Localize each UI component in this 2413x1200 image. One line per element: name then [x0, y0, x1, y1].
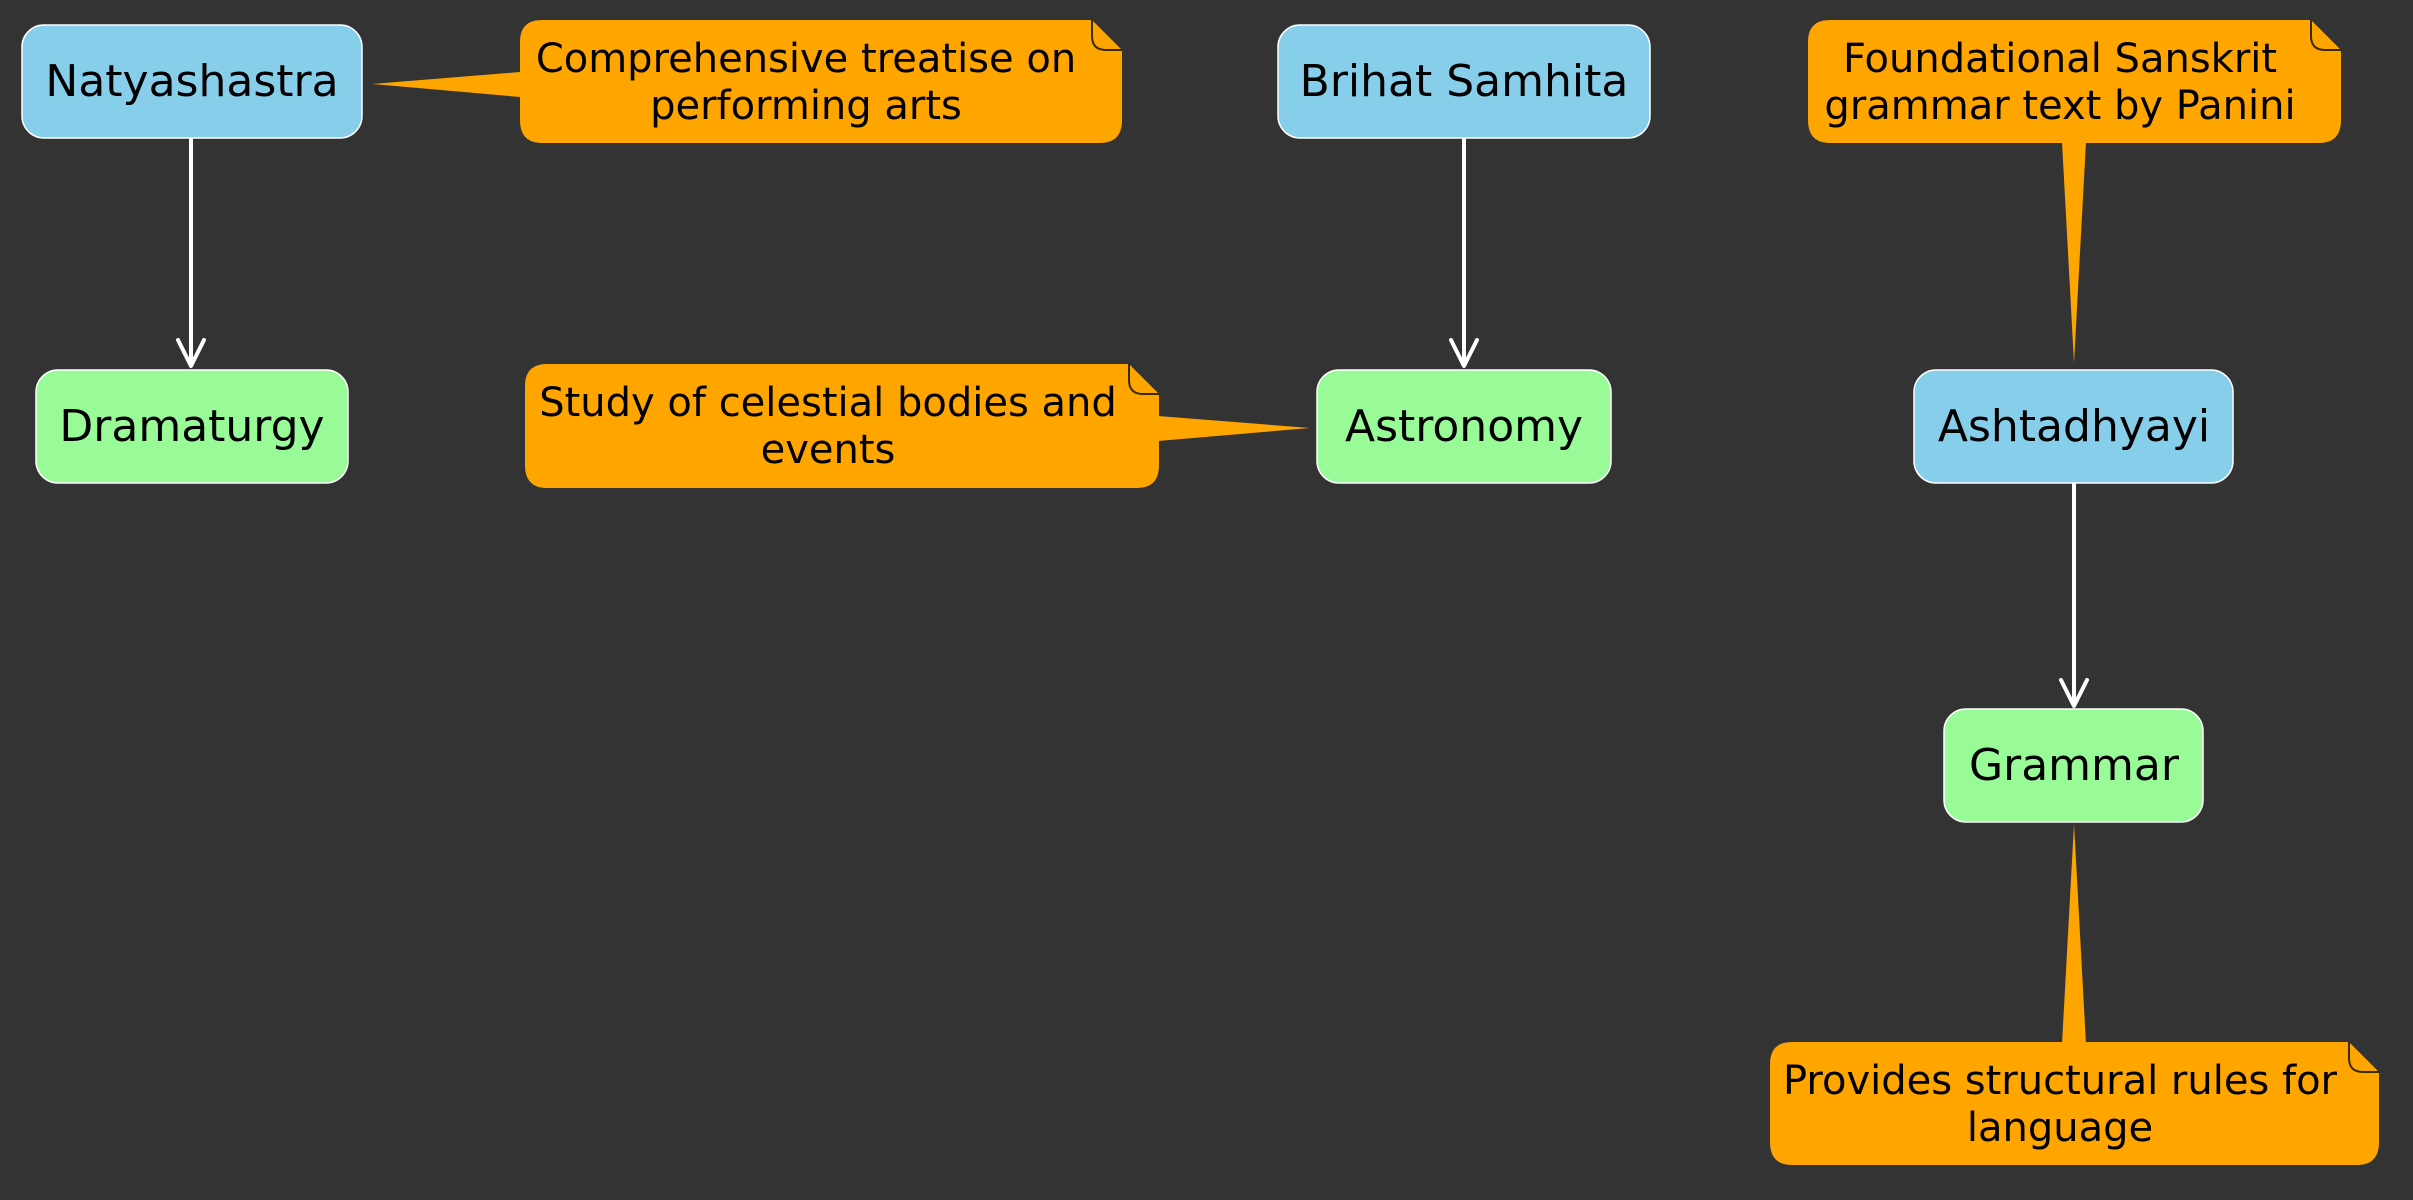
note-pointer-natyashastra-tail — [372, 72, 520, 97]
node-dramaturgy-label: Dramaturgy — [59, 401, 324, 452]
node-dramaturgy[interactable]: Dramaturgy — [35, 369, 349, 484]
arrowhead-icon — [176, 338, 206, 368]
note-astronomy-line-1: Study of celestial bodies and — [539, 380, 1117, 426]
note-astronomy: Study of celestial bodies and events — [525, 364, 1159, 488]
arrowhead-icon — [1449, 338, 1479, 368]
note-pointer-grammar — [2062, 824, 2086, 1044]
note-ashtadhyayi-line-1: Foundational Sanskrit — [1843, 36, 2277, 82]
node-astronomy-label: Astronomy — [1345, 401, 1583, 452]
note-natyashastra-line-2: performing arts — [650, 83, 962, 129]
node-natyashastra-label: Natyashastra — [45, 56, 338, 107]
node-brihat-samhita[interactable]: Brihat Samhita — [1277, 24, 1651, 139]
note-pointer-astronomy — [1158, 416, 1310, 441]
arrowhead-icon — [2059, 678, 2089, 708]
node-grammar[interactable]: Grammar — [1943, 708, 2204, 823]
note-grammar-line-2: language — [1967, 1105, 2153, 1151]
note-ashtadhyayi-line-2: grammar text by Panini — [1824, 83, 2295, 129]
note-natyashastra: Comprehensive treatise on performing art… — [520, 20, 1122, 143]
node-brihat-samhita-label: Brihat Samhita — [1300, 56, 1629, 107]
node-grammar-label: Grammar — [1969, 740, 2180, 791]
node-astronomy[interactable]: Astronomy — [1316, 369, 1612, 484]
note-grammar-line-1: Provides structural rules for — [1783, 1058, 2338, 1104]
edge-natyashastra-dramaturgy — [176, 138, 206, 368]
note-grammar: Provides structural rules for language — [1770, 1042, 2379, 1165]
node-ashtadhyayi[interactable]: Ashtadhyayi — [1913, 369, 2234, 484]
edge-ashtadhyayi-grammar — [2059, 483, 2089, 708]
note-ashtadhyayi: Foundational Sanskrit grammar text by Pa… — [1808, 20, 2341, 143]
edge-brihat-samhita-astronomy — [1449, 138, 1479, 368]
node-natyashastra[interactable]: Natyashastra — [21, 24, 363, 139]
note-natyashastra-line-1: Comprehensive treatise on — [536, 36, 1076, 82]
node-ashtadhyayi-label: Ashtadhyayi — [1938, 401, 2210, 452]
note-astronomy-line-2: events — [761, 427, 896, 473]
note-pointer-ashtadhyayi — [2062, 142, 2086, 363]
